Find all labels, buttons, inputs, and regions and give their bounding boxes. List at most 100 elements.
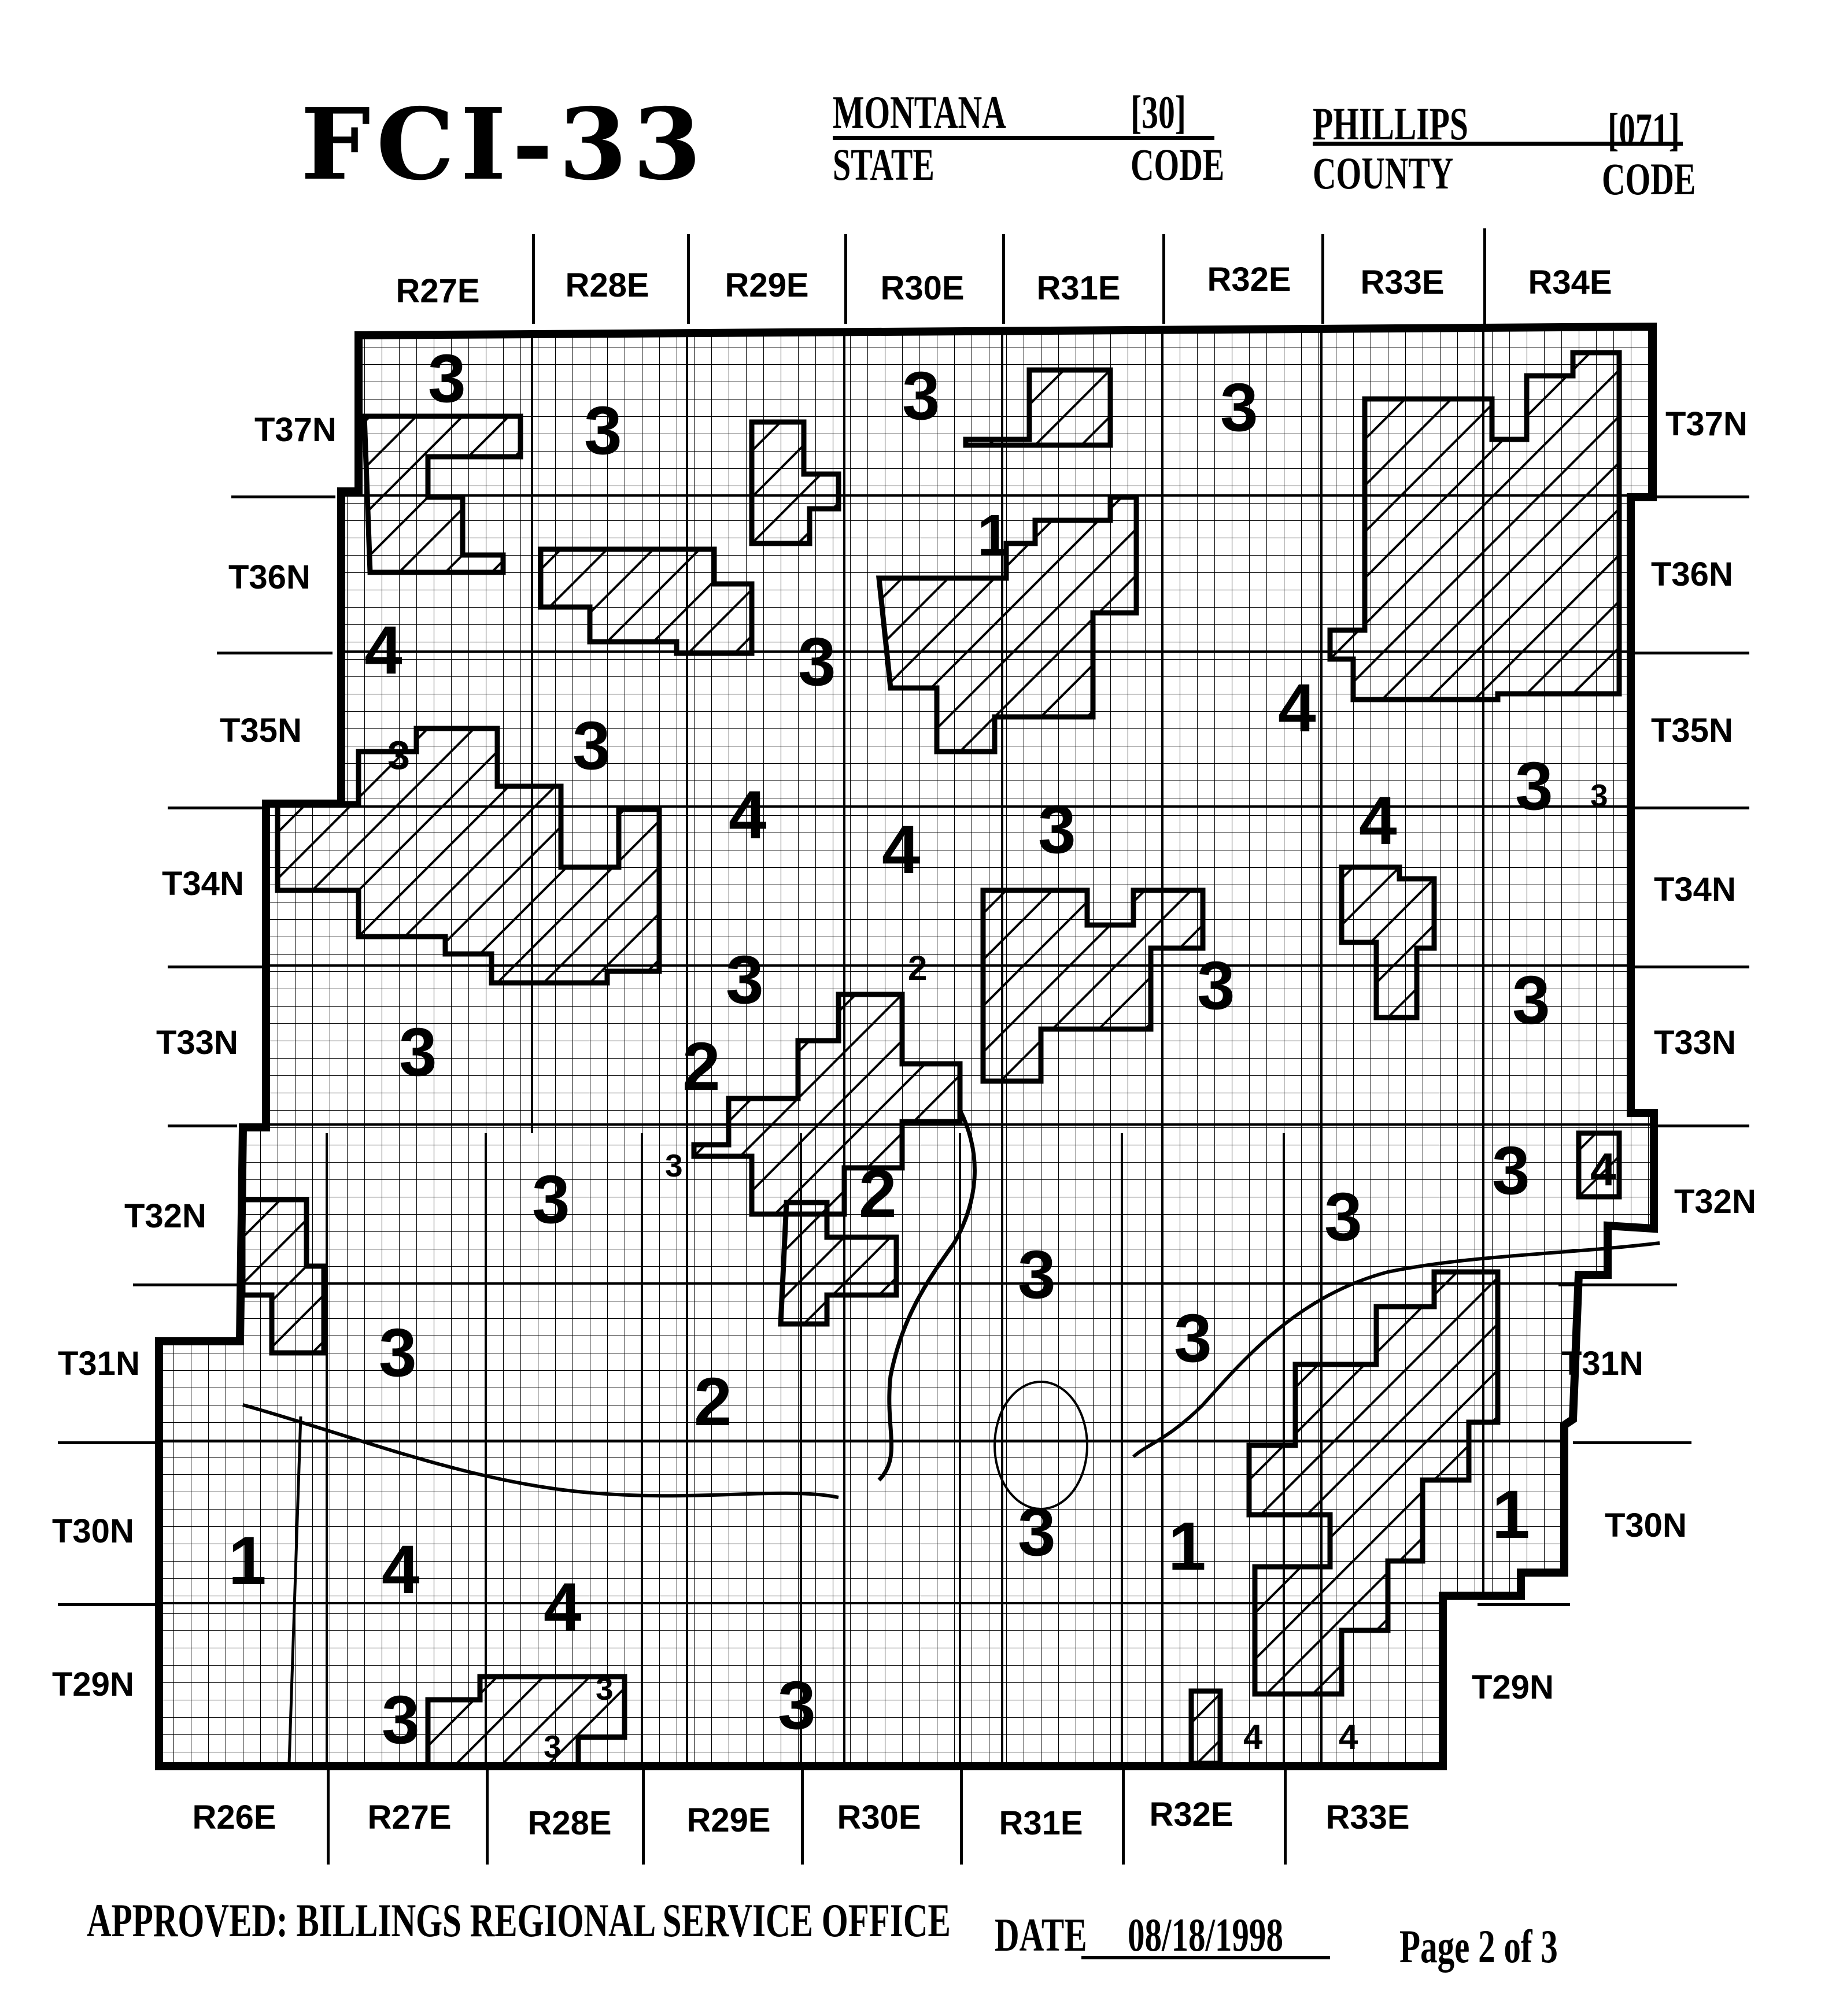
zone-label: 3 xyxy=(1512,962,1550,1038)
township-divider xyxy=(1634,807,1749,809)
range-label-top: R33E xyxy=(1360,264,1445,301)
range-label-bottom: R31E xyxy=(999,1804,1083,1842)
range-label-bottom: R27E xyxy=(367,1799,452,1836)
township-label-right: T34N xyxy=(1654,871,1736,908)
county-rule xyxy=(1313,142,1683,146)
range-label-bottom: R30E xyxy=(837,1799,921,1836)
state-name: MONTANA xyxy=(833,87,1006,138)
zone-label: 3 xyxy=(1018,1237,1056,1313)
form-id: FCI-33 xyxy=(301,87,707,202)
state-label: STATE xyxy=(833,139,935,190)
zone-label: 2 xyxy=(859,1156,897,1232)
zone-label: 3 xyxy=(1174,1300,1212,1377)
zone-label: 3 xyxy=(902,358,940,434)
zone-label: 3 xyxy=(428,341,466,417)
township-label-left: T37N xyxy=(254,411,337,449)
range-label-bottom: R33E xyxy=(1325,1799,1410,1836)
zone-label: 2 xyxy=(694,1364,732,1440)
zone-label: 3 xyxy=(544,1729,562,1765)
township-divider xyxy=(217,652,333,654)
county-code-label: CODE xyxy=(1602,154,1696,204)
zone-label: 4 xyxy=(882,812,920,888)
zone-label: 3 xyxy=(1515,748,1553,824)
township-label-right: T35N xyxy=(1651,712,1733,749)
township-divider xyxy=(58,1441,159,1444)
range-label-top: R31E xyxy=(1036,269,1121,307)
page-number: Page 2 of 3 xyxy=(1399,1920,1558,1973)
township-divider xyxy=(1573,1441,1691,1444)
township-divider xyxy=(168,966,266,968)
range-divider xyxy=(1122,1769,1125,1865)
zone-label: 2 xyxy=(682,1029,721,1105)
range-divider xyxy=(486,1769,489,1865)
township-divider xyxy=(1558,1283,1677,1286)
zone-label: 3 xyxy=(726,942,764,1018)
approved-text: APPROVED: BILLINGS REGIONAL SERVICE OFFI… xyxy=(87,1894,951,1947)
hatched-zones xyxy=(240,350,1622,1766)
zone-label: 3 xyxy=(665,1148,683,1183)
zone-label: 3 xyxy=(572,708,611,784)
range-divider xyxy=(1284,1769,1287,1865)
range-label-bottom: R32E xyxy=(1149,1796,1233,1833)
state-code-label: CODE xyxy=(1131,139,1225,190)
township-label-right: T30N xyxy=(1605,1507,1687,1544)
range-divider xyxy=(1321,234,1324,324)
zone-label: 4 xyxy=(729,777,767,853)
township-label-right: T36N xyxy=(1651,556,1733,593)
zone-label: 4 xyxy=(382,1532,420,1608)
range-label-top: R32E xyxy=(1207,261,1291,298)
range-divider xyxy=(960,1769,963,1865)
zone-label: 2 xyxy=(908,949,927,987)
zone-label: 3 xyxy=(1324,1179,1362,1255)
zone-label: 4 xyxy=(364,612,402,689)
zone-label: 3 xyxy=(382,1682,420,1758)
approval-date: 08/18/1998 xyxy=(1128,1908,1283,1961)
township-divider xyxy=(58,1603,159,1606)
township-divider xyxy=(1639,495,1749,498)
range-divider xyxy=(801,1769,804,1865)
township-divider xyxy=(1478,1603,1570,1606)
range-divider xyxy=(1483,228,1486,324)
zone-label: 1 xyxy=(977,503,1010,568)
range-divider xyxy=(532,234,535,324)
range-divider xyxy=(1162,234,1165,324)
township-label-left: T34N xyxy=(162,865,244,902)
township-divider xyxy=(168,1124,237,1127)
date-rule xyxy=(1081,1956,1330,1959)
township-label-left: T30N xyxy=(52,1512,134,1550)
township-label-left: T29N xyxy=(52,1666,134,1703)
township-label-left: T31N xyxy=(58,1345,140,1382)
township-divider xyxy=(168,807,269,809)
map-features xyxy=(242,1109,1660,1764)
zone-label: 4 xyxy=(1590,1144,1616,1195)
township-divider xyxy=(133,1283,237,1286)
zone-label: 4 xyxy=(1243,1718,1263,1756)
zone-label: 1 xyxy=(1168,1508,1206,1585)
township-label-right: T33N xyxy=(1654,1024,1736,1061)
township-divider xyxy=(1634,652,1749,654)
range-divider xyxy=(327,1769,330,1865)
range-divider xyxy=(844,234,847,324)
zone-label: 4 xyxy=(1359,783,1397,859)
township-divider xyxy=(231,495,335,498)
date-label: DATE xyxy=(995,1908,1087,1961)
township-label-left: T33N xyxy=(156,1024,238,1061)
range-divider xyxy=(642,1769,645,1865)
range-label-bottom: R29E xyxy=(686,1802,771,1839)
zone-label: 3 xyxy=(1590,778,1608,813)
county-name: PHILLIPS xyxy=(1313,99,1468,150)
range-label-top: R28E xyxy=(565,267,649,304)
state-rule xyxy=(833,136,1214,140)
range-label-bottom: R28E xyxy=(527,1804,612,1842)
range-label-top: R34E xyxy=(1528,264,1612,301)
zone-label: 1 xyxy=(228,1523,267,1599)
state-code: [30] xyxy=(1131,87,1186,138)
township-label-right: T37N xyxy=(1665,405,1748,443)
township-label-left: T32N xyxy=(124,1197,206,1235)
township-label-left: T35N xyxy=(220,712,302,749)
zone-label: 4 xyxy=(544,1569,582,1645)
zone-label: 3 xyxy=(1018,1494,1056,1570)
zone-label: 3 xyxy=(532,1161,570,1238)
range-label-bottom: R26E xyxy=(192,1799,276,1836)
